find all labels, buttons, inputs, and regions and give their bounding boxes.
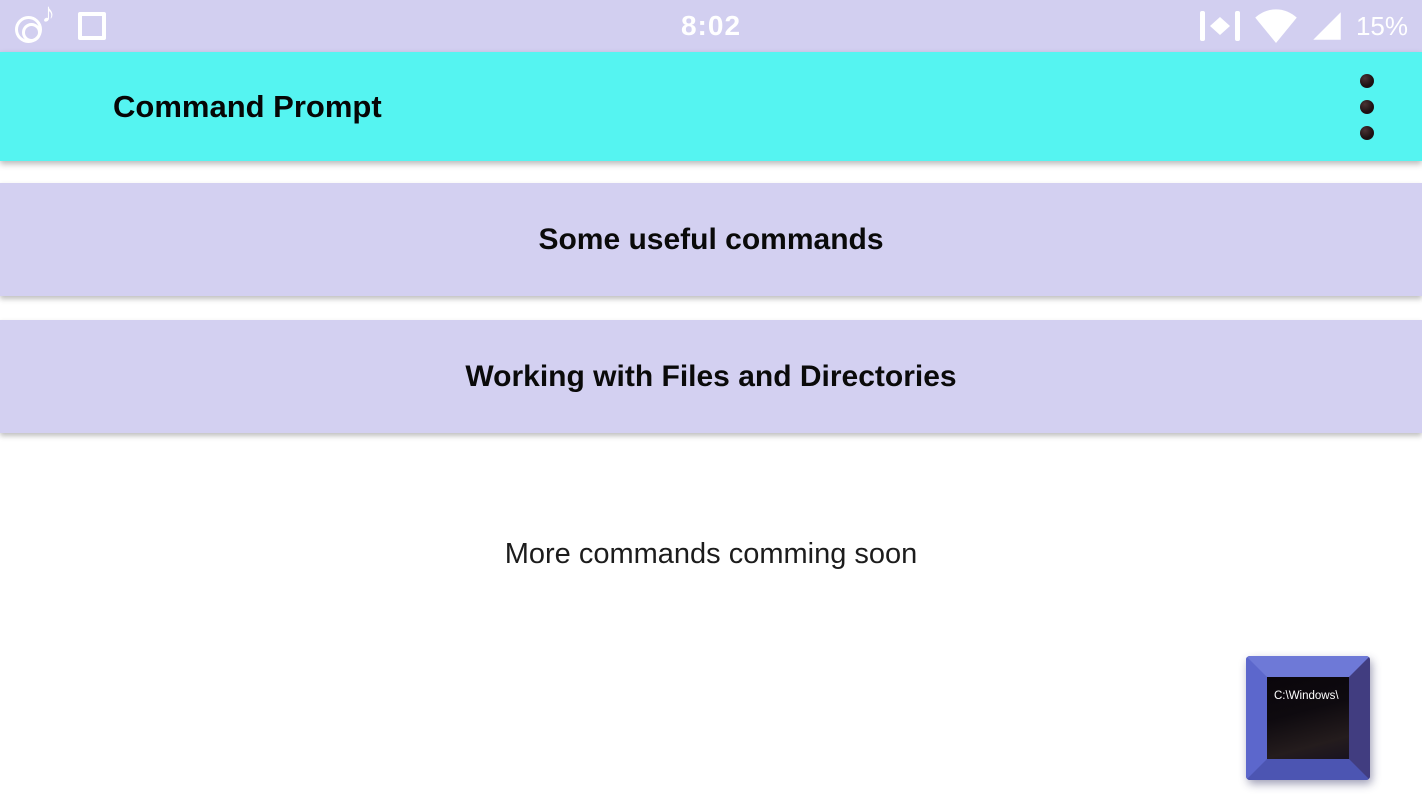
overflow-dot [1360, 99, 1374, 114]
music-disc-ring [15, 16, 42, 43]
wifi-icon [1255, 9, 1297, 43]
command-prompt-app-icon[interactable]: C:\Windows\ [1246, 656, 1370, 780]
app-icon-screen-text: C:\Windows\ [1274, 690, 1339, 702]
menu-button-useful-commands[interactable]: Some useful commands [0, 183, 1422, 296]
app-icon-terminal-screen: C:\Windows\ [1267, 677, 1349, 759]
status-bar-left: ♪ [14, 0, 106, 45]
music-note-glyph: ♪ [41, 0, 56, 28]
content-area: Some useful commands Working with Files … [0, 183, 1422, 571]
vibrate-triangle-right [1219, 17, 1230, 35]
status-bar-right: 15% [1199, 9, 1408, 43]
vibrate-triangle-left [1209, 17, 1220, 35]
vibrate-bar-right [1234, 11, 1240, 41]
music-notification-icon: ♪ [14, 0, 55, 45]
app-icon-bevel-frame: C:\Windows\ [1246, 656, 1370, 780]
cellular-signal-icon [1313, 12, 1341, 40]
overflow-menu-button[interactable] [1352, 68, 1382, 146]
battery-percent: 15% [1355, 10, 1408, 41]
coming-soon-text: More commands comming soon [504, 538, 918, 570]
status-time: 8:02 [680, 10, 742, 41]
overflow-dot [1360, 125, 1374, 140]
app-title: Command Prompt [113, 88, 382, 124]
menu-button-files-directories[interactable]: Working with Files and Directories [0, 320, 1422, 433]
app-bar: Command Prompt [0, 52, 1422, 161]
vibrate-bar-left [1199, 11, 1205, 41]
status-bar: ♪ 8:02 15% [0, 0, 1422, 52]
overflow-dot [1360, 73, 1374, 88]
square-notification-icon [78, 12, 106, 40]
vibrate-icon [1199, 11, 1240, 41]
